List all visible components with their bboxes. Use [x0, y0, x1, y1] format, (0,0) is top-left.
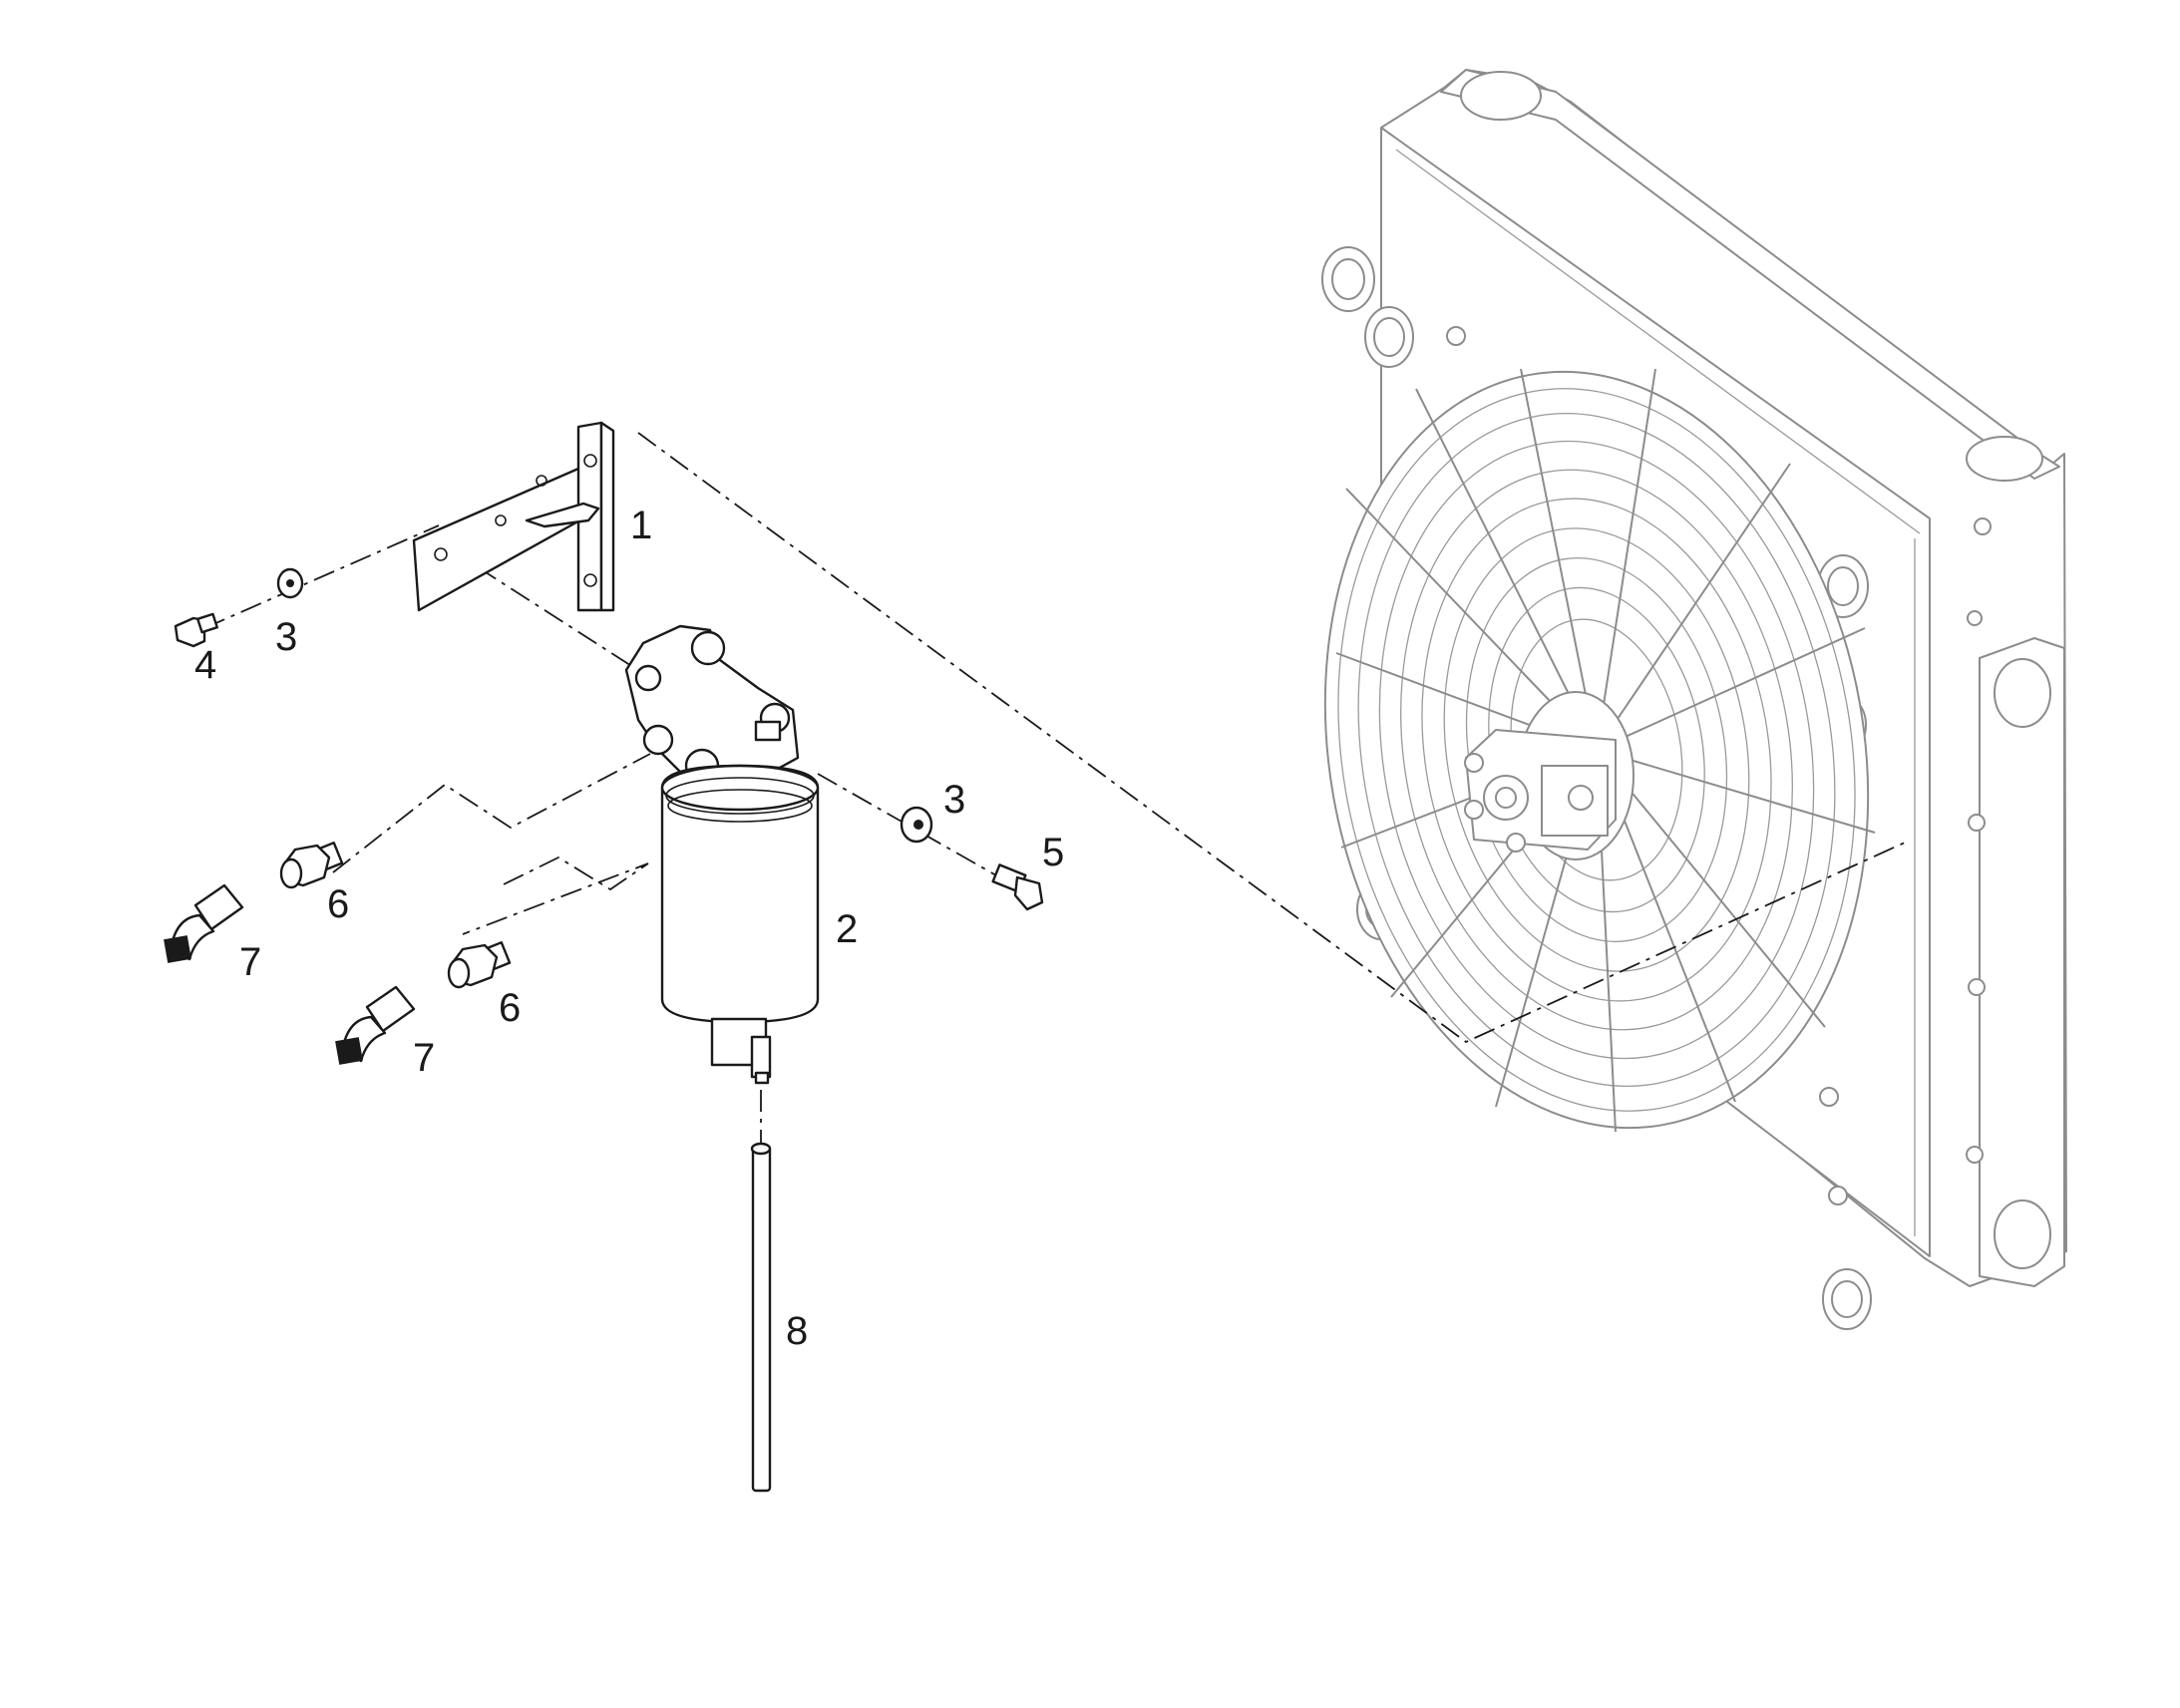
- leader-lines: [203, 432, 1906, 1147]
- part-3-washer-right: [900, 806, 933, 844]
- part-2-fuel-filter: [624, 624, 820, 1085]
- radiator-fan-assembly: [1321, 69, 2067, 1330]
- callout-labels: 1 2 3 3 4 5 6 6 7 7 8: [194, 504, 1064, 1353]
- part-5-bolt: [991, 863, 1044, 911]
- part-7-elbow-lower: [335, 985, 416, 1065]
- callout-4: 4: [194, 643, 216, 687]
- part-1-bracket: [412, 421, 615, 612]
- callout-3-left: 3: [275, 615, 297, 659]
- callout-2: 2: [836, 907, 858, 951]
- callout-8: 8: [786, 1309, 808, 1353]
- callout-5: 5: [1042, 831, 1064, 874]
- callout-1: 1: [630, 504, 652, 547]
- part-3-washer-left: [276, 567, 304, 599]
- callout-6-lower: 6: [499, 986, 521, 1030]
- callout-7-lower: 7: [413, 1036, 435, 1080]
- radiator-bolts: [1446, 326, 1992, 1205]
- part-4-bolt: [174, 612, 218, 648]
- part-8-hose: [750, 1142, 772, 1493]
- callout-3-right: 3: [943, 778, 965, 822]
- hydraulic-fan-motor: [1464, 729, 1617, 853]
- callout-6-upper: 6: [327, 882, 349, 926]
- callout-7-upper: 7: [239, 940, 261, 984]
- part-6-adapter-upper: [279, 841, 344, 889]
- part-6-adapter-lower: [447, 940, 512, 989]
- part-7-elbow-upper: [164, 883, 244, 963]
